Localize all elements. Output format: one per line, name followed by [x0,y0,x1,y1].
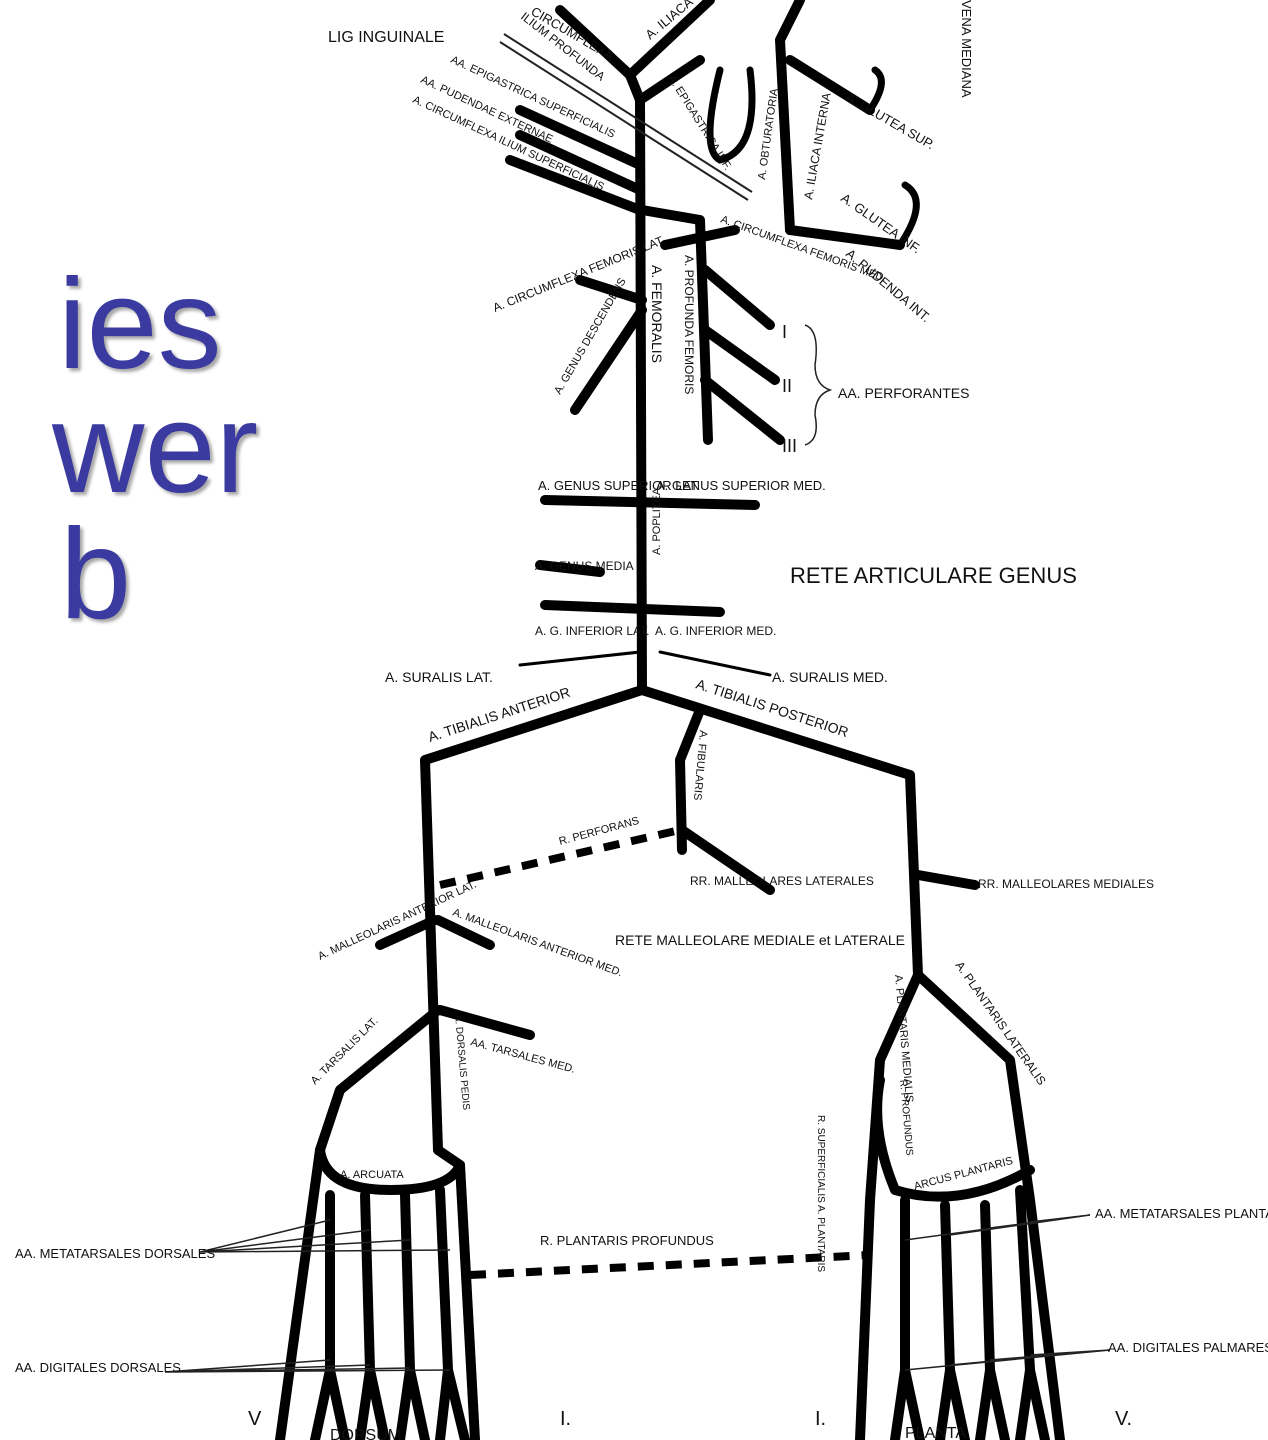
label-aa-metatarsales-plantares: AA. METATARSALES PLANTARES [1095,1206,1268,1221]
label-a-genus-inf-lat: A. G. INFERIOR LAT. [535,624,649,638]
vessel-lines [165,0,1110,1440]
label-aa-digitales-dorsales: AA. DIGITALES DORSALES [15,1360,181,1375]
label-a-suralis-med: A. SURALIS MED. [772,669,888,685]
metatarsal-dorsal-4 [440,1190,448,1370]
label-aa-metatarsales-dorsales: AA. METATARSALES DORSALES [15,1246,215,1261]
label-rete-malleolare: RETE MALLEOLARE MEDIALE et LATERALE [615,932,905,948]
label-a-femoralis: A. FEMORALIS [649,265,665,363]
label-r-perforans: R. PERFORANS [558,815,641,848]
label-lig-inguinale: LIG INGUINALE [328,29,444,46]
label-perforantes-ii: II [782,376,792,396]
leader-digitales-plantares [905,1350,1110,1370]
label-rr-malleolares-mediales: RR. MALLEOLARES MEDIALES [978,877,1154,891]
label-a-suralis-lat: A. SURALIS LAT. [385,669,493,685]
label-toe-i-right: I. [815,1408,826,1430]
label-rr-malleolares-laterales: RR. MALLEOLARES LATERALES [690,874,874,888]
label-a-pudenda-int: A. PUDENDA INT. [843,246,933,325]
perforans-ii-vessel [705,330,775,380]
label-a-genus-media: A. GENUS MEDIA [535,559,634,573]
a-suralis-med-vessel [660,652,770,675]
a-genus-inferior-vessel [545,605,720,612]
perforans-i-vessel [705,270,770,325]
a-iliaca-communis-vessel [780,0,800,230]
label-dorsum: DORSUM [330,1427,401,1440]
label-a-circumflexa-ilium-sup: A. CIRCUMFLEXA ILIUM SUPERFICIALIS [411,94,606,193]
a-genus-superior-vessel [545,500,755,505]
a-suralis-lat-vessel [520,652,640,665]
label-aa-perforantes: AA. PERFORANTES [838,385,969,401]
metatarsal-dorsal-2 [365,1195,370,1370]
label-planta: PLANTA [905,1425,966,1440]
label-toe-i-left: I. [560,1408,571,1430]
label-aa-tarsales-med: AA. TARSALES MED. [469,1036,576,1075]
label-aa-digitales-plantares: AA. DIGITALES PALMARES [1108,1340,1268,1355]
label-a-fibularis: A. FIBULARIS [691,730,709,801]
label-a-genus-inf-med: A. G. INFERIOR MED. [655,624,776,638]
label-a-dorsalis-pedis: A. DORSALIS PEDIS [452,1014,471,1111]
label-a-iliaca-interna: A. ILIACA INTERNA [801,92,834,201]
label-vena-mediana: VENA MEDIANA [959,0,974,98]
label-a-genus-sup-med: A. GENUS SUPERIOR MED. [656,478,826,493]
leader-metatarsales-plantares [905,1215,1090,1240]
label-r-superficialis: R. SUPERFICIALIS A. PLANTARIS [815,1115,826,1272]
label-perforantes-i: I [782,322,787,342]
rr-malleolares-mediales-vessel [918,875,975,885]
label-a-poplitea: A. POPLITEA [651,487,663,555]
perforantes-brace [805,325,830,445]
label-a-tarsalis-lat: A. TARSALIS LAT. [309,1015,381,1087]
metatarsal-dorsal-3 [405,1195,410,1370]
label-toe-v-right: V. [1115,1408,1132,1430]
metatarsal-plantar-branches [905,1190,1030,1370]
perforans-iii-vessel [705,380,780,440]
label-r-plantaris-profundus: R. PLANTARIS PROFUNDUS [540,1233,714,1248]
a-genus-descendens-vessel [575,310,642,410]
r-plantaris-profundus-dashed [470,1255,870,1275]
label-rete-articulare-genus: RETE ARTICULARE GENUS [790,563,1077,588]
label-a-circumflexa-femoris-med: A. CIRCUMFLEXA FEMORIS MED. [719,214,888,285]
label-toe-v-left: V [248,1408,262,1430]
label-perforantes-iii: III [782,436,797,456]
label-a-malleolaris-ant-lat: A. MALLEOLARIS ANTERIOR LAT. [316,879,478,963]
label-a-profunda-femoris: A. PROFUNDA FEMORIS [682,255,696,394]
label-a-obturatoria: A. OBTURATORIA [756,87,781,180]
label-a-arcuata: A. ARCUATA [340,1169,404,1181]
label-a-glutea-sup: A. GLUTEA SUP. [844,90,938,153]
